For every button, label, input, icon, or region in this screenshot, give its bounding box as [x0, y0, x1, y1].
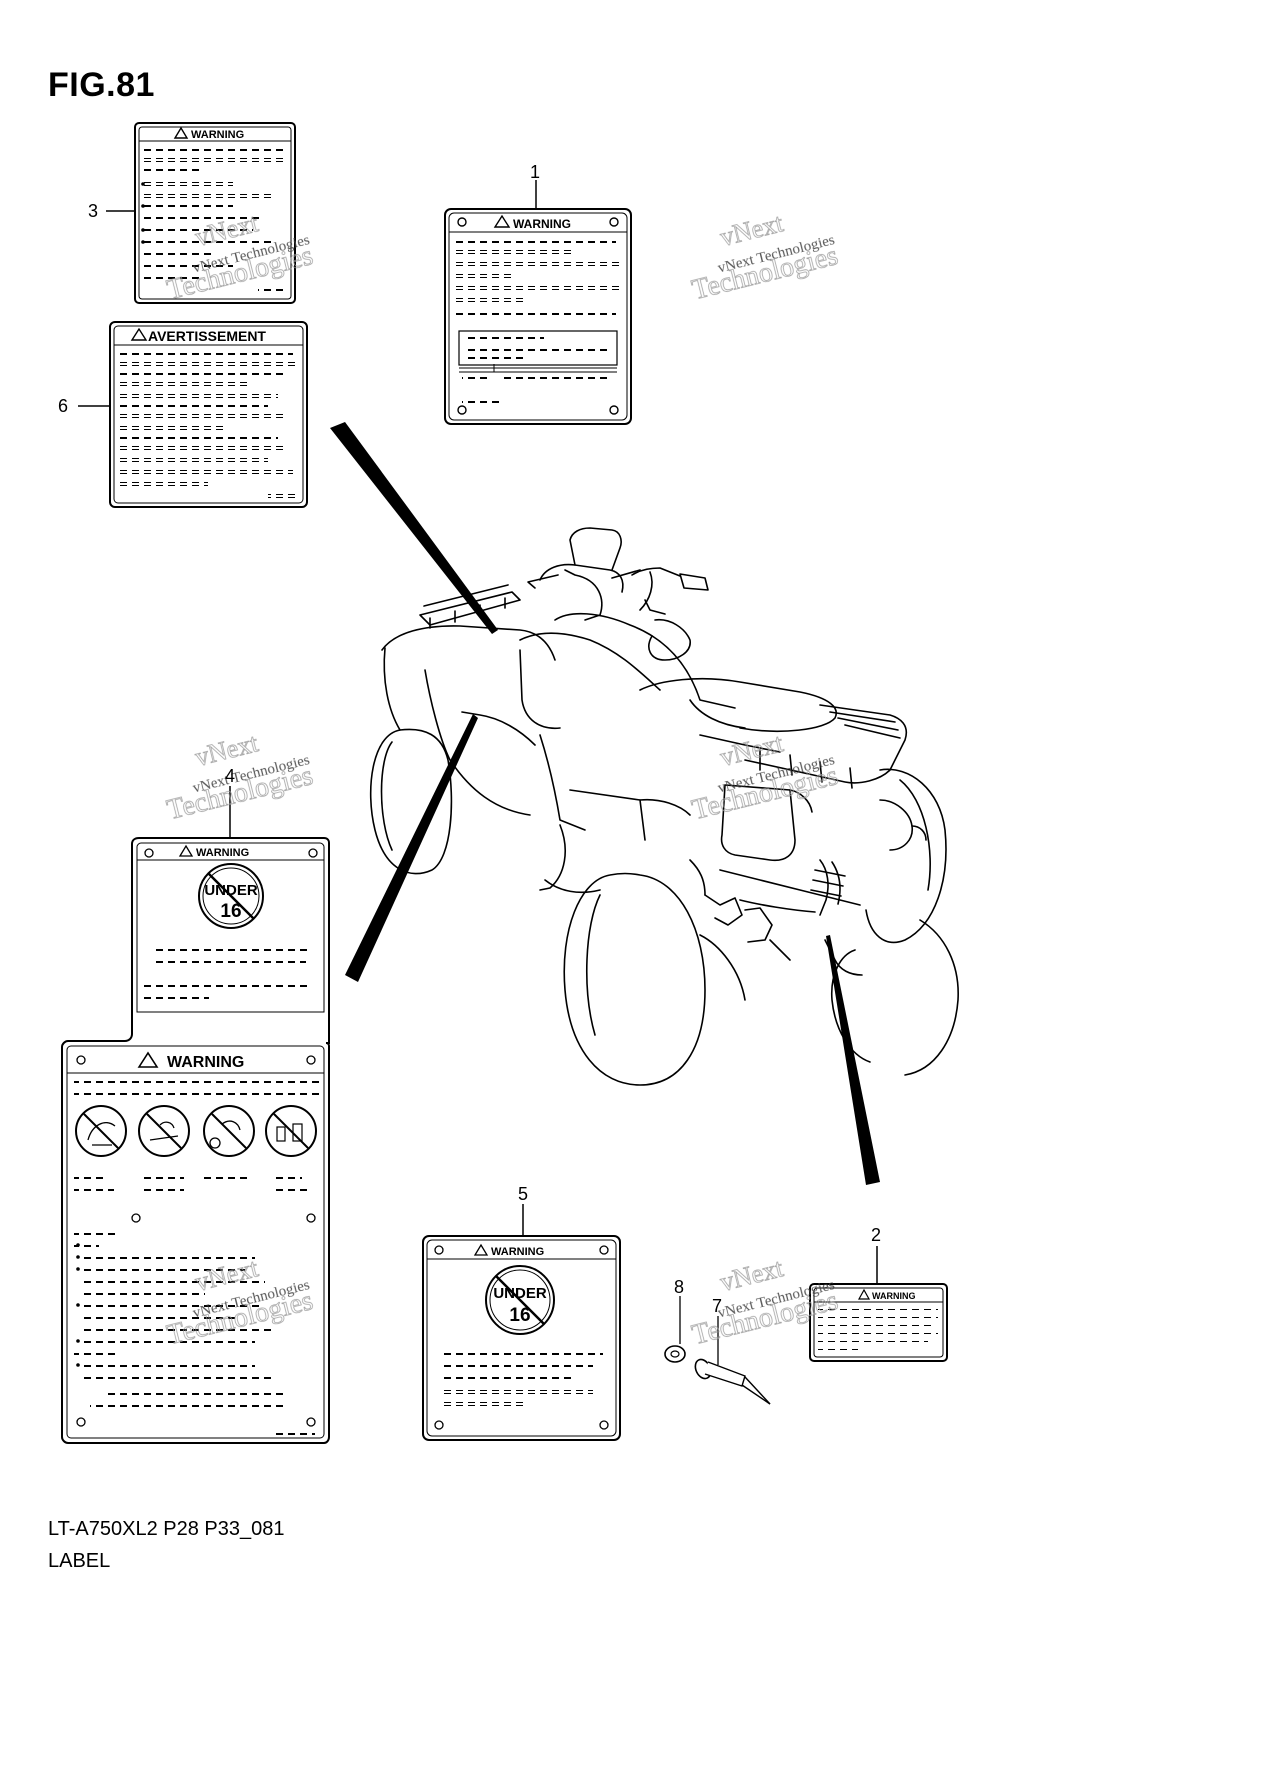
- washer-icon: [664, 1345, 686, 1363]
- warning-triangle-icon: [137, 1051, 159, 1068]
- label-6-header: AVERTISSEMENT: [148, 328, 266, 344]
- callout-3: 3: [88, 201, 99, 221]
- no-alcohol-icon: [265, 1105, 317, 1157]
- warning-triangle-icon: [178, 844, 194, 857]
- diagram-name: LABEL: [48, 1550, 111, 1572]
- no-rider-under-16-icon: [75, 1105, 127, 1157]
- label-3-warning: WARNING: [134, 122, 296, 304]
- atv-drawing: [369, 527, 959, 1086]
- label-4-header-top: WARNING: [196, 847, 249, 859]
- label-3-header: WARNING: [191, 129, 244, 141]
- callout-5: 5: [518, 1184, 529, 1204]
- label-5-badge-line2: 16: [509, 1305, 530, 1326]
- warning-triangle-icon: [857, 1288, 871, 1300]
- label-2-header: WARNING: [872, 1291, 916, 1301]
- warning-triangle-icon: [130, 327, 148, 341]
- label-5-header: WARNING: [491, 1246, 544, 1258]
- pointer-wedges: [330, 422, 880, 1185]
- no-passenger-icon: [138, 1105, 190, 1157]
- label-2-warning: WARNING: [809, 1283, 948, 1362]
- label-4-badge-line1: UNDER: [204, 882, 258, 899]
- callout-1: 1: [530, 162, 541, 182]
- callout-4: 4: [225, 766, 236, 786]
- label-5-badge-line1: UNDER: [493, 1285, 547, 1302]
- label-4-badge-line2: 16: [220, 901, 241, 922]
- warning-triangle-icon: [493, 214, 511, 228]
- callout-6: 6: [58, 396, 69, 416]
- label-4-warning: WARNING UNDER 16 WARNING: [61, 837, 330, 1444]
- callout-7: 7: [712, 1296, 723, 1316]
- label-1-header: WARNING: [513, 217, 571, 231]
- no-rider-under-16-icon: UNDER 16: [485, 1265, 555, 1335]
- rivet-icon: [694, 1358, 771, 1405]
- warning-triangle-icon: [173, 126, 189, 139]
- no-paved-road-icon: [203, 1105, 255, 1157]
- label-6-avertissement: AVERTISSEMENT: [109, 321, 308, 508]
- figure-title: FIG.81: [48, 66, 155, 104]
- callout-2: 2: [871, 1225, 882, 1245]
- label-1-warning: WARNING: [444, 208, 632, 425]
- label-4-header-bottom: WARNING: [167, 1054, 244, 1071]
- no-rider-under-16-icon: UNDER 16: [198, 863, 264, 929]
- diagram-code: LT-A750XL2 P28 P33_081: [48, 1518, 285, 1540]
- warning-triangle-icon: [473, 1243, 489, 1256]
- label-5-warning: WARNING UNDER 16: [422, 1235, 621, 1441]
- callout-8: 8: [674, 1277, 685, 1297]
